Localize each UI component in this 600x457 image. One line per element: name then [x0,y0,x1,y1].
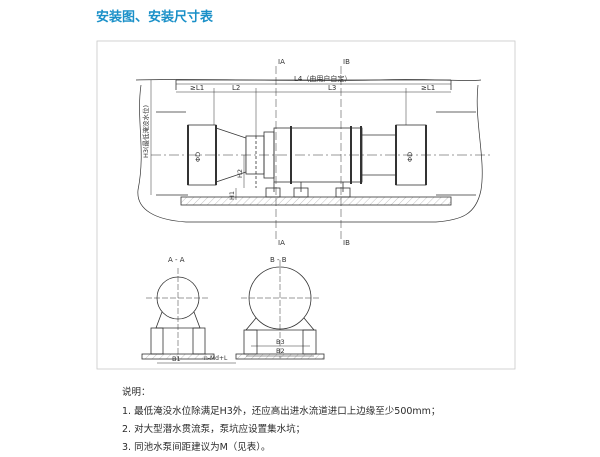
label-diameter-left: ΦD [194,152,202,162]
label-b2: B2 [276,347,285,355]
label-b1: B1 [172,355,181,363]
section-a-a [141,268,236,364]
label-l1-left: ≥L1 [190,84,204,92]
note-item-2: 2. 对大型潜水贯流泵，泵坑应设置集水坑； [122,424,306,435]
label-l2: L2 [232,84,240,92]
label-l1-right: ≥L1 [421,84,435,92]
installation-drawing: IA IB L4（由用户自定） ≥L1 L2 L3 ≥L1 H3(最低淹没水位)… [96,40,516,370]
label-section-a-top: IA [278,58,285,66]
label-section-b-top: IB [343,58,350,66]
label-l3: L3 [328,84,336,92]
label-l4: L4（由用户自定） [294,74,351,83]
label-section-bb: B - B [270,256,287,264]
label-h2: H2 [236,169,244,178]
notes: 说明： 1. 最低淹没水位除满足H3外，还应高出进水流道进口上边缘至少500mm… [122,384,440,457]
drawing-frame [96,40,516,370]
label-h3: H3(最低淹没水位) [141,105,150,158]
notes-title: 说明： [122,387,151,398]
label-diameter-right: ΦD [406,152,414,162]
label-section-a-bottom: IA [278,239,285,247]
label-section-aa: A - A [168,256,185,264]
page-title: 安装图、安装尺寸表 [96,10,214,25]
label-section-b-bottom: IB [343,239,350,247]
note-item-1: 1. 最低淹没水位除满足H3外，还应高出进水流道进口上边缘至少500mm； [122,406,441,417]
label-n-md: n-Md+L [204,355,228,362]
elevation-view [135,66,491,240]
label-b3: B3 [276,338,285,346]
label-h1: H1 [228,191,236,200]
section-b-b [235,260,325,360]
note-item-3: 3. 同池水泵间距建议为M（见表）。 [122,442,271,453]
